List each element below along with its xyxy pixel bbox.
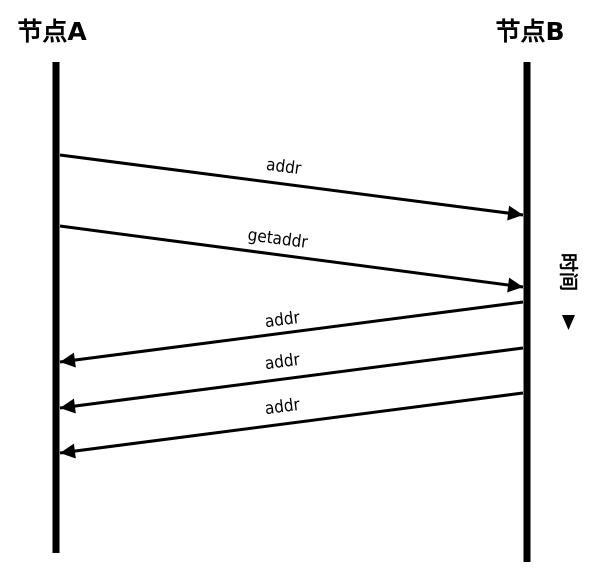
message-label-1: addr (265, 155, 303, 179)
message-arrow-1 (59, 153, 524, 221)
message-arrow-4 (59, 346, 524, 414)
message-label-5: addr (264, 395, 302, 419)
message-label-4: addr (264, 350, 302, 374)
node-a-title: 节点A (17, 17, 87, 46)
message-arrow-2 (59, 224, 524, 293)
time-direction-arrow-icon (562, 315, 575, 330)
messages: addr getaddr addr addr addr (59, 153, 524, 459)
message-label-3: addr (264, 308, 302, 332)
message-label-2: getaddr (247, 225, 310, 253)
message-arrow-5 (59, 391, 524, 459)
time-axis-label: 时间 (557, 253, 579, 291)
message-arrow-3 (59, 300, 524, 368)
node-b-title: 节点B (495, 17, 564, 46)
